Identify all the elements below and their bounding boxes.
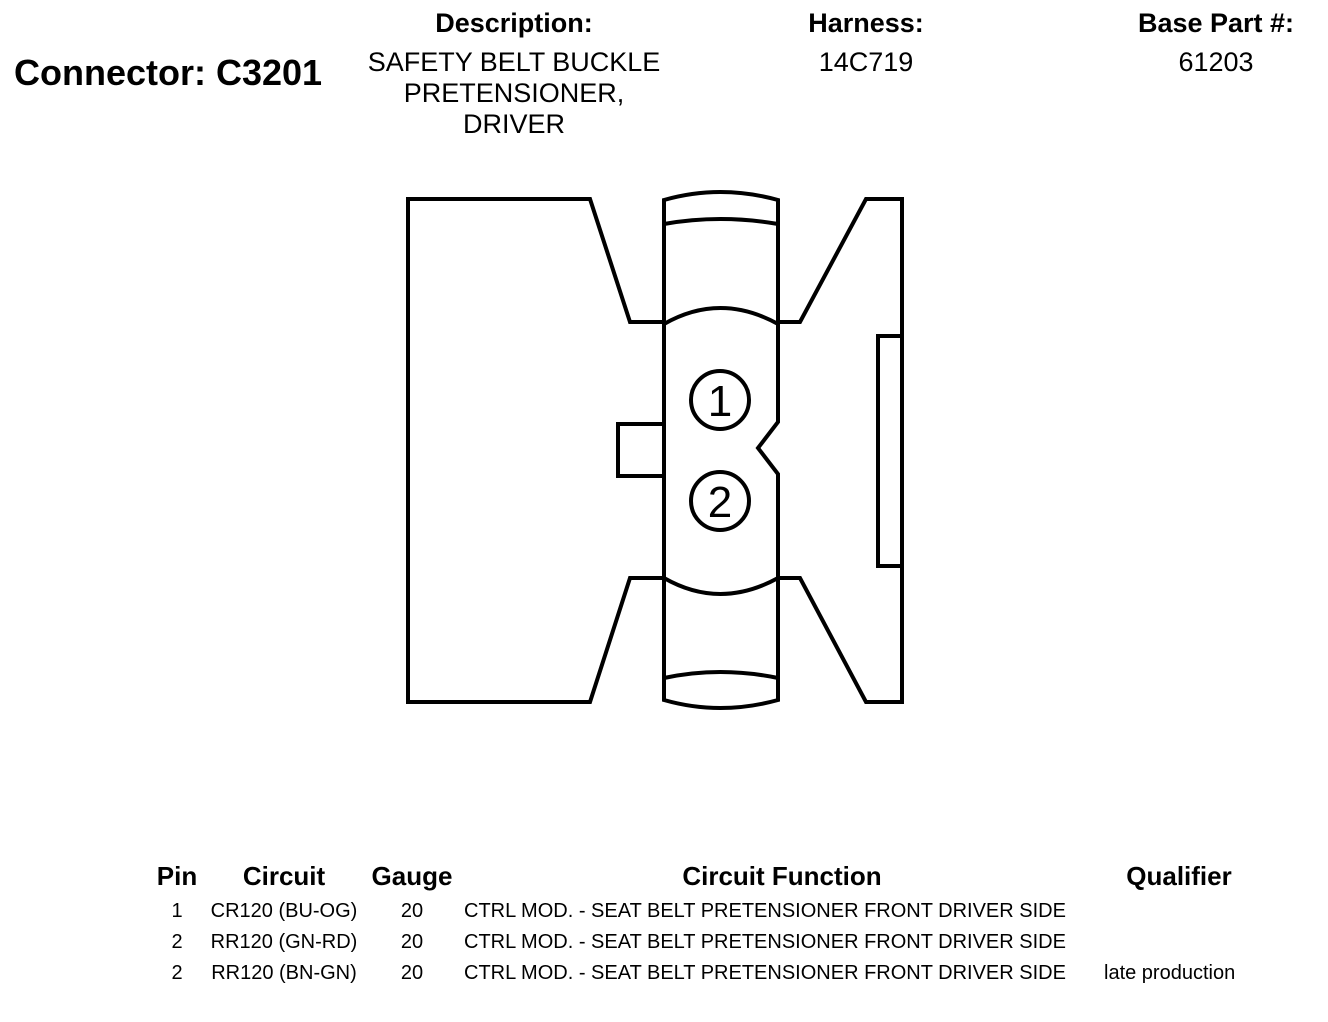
insert-bottom-arc-1 (663, 576, 779, 596)
pin-1-cavity (689, 369, 751, 431)
description-value: SAFETY BELT BUCKLE PRETENSIONER, DRIVER (354, 47, 674, 140)
connector-title: Connector: C3201 (14, 52, 323, 93)
pin-table: Pin Circuit Gauge Circuit Function Quali… (150, 856, 1254, 989)
pin-column-header: Pin (156, 860, 198, 891)
gauge-cell: 20 (400, 931, 424, 953)
base-part-value: 61203 (1178, 47, 1254, 77)
qualifier-cell (1104, 927, 1254, 958)
pin-1-number: 1 (708, 377, 732, 426)
right-housing (778, 197, 904, 704)
qualifier-cell (1104, 896, 1254, 927)
table-row: 2 RR120 (GN-RD) 20 CTRL MOD. - SEAT BELT… (150, 927, 1254, 958)
gauge-cell: 20 (400, 900, 424, 922)
gauge-column-header: Gauge (371, 860, 453, 891)
insert-bottom-arc-2 (663, 670, 779, 680)
qualifier-cell: late production (1104, 962, 1236, 984)
function-cell: CTRL MOD. - SEAT BELT PRETENSIONER FRONT… (464, 900, 1066, 922)
pin-cell: 1 (171, 900, 183, 922)
base-part-label: Base Part #: (1137, 8, 1295, 38)
table-row: 1 CR120 (BU-OG) 20 CTRL MOD. - SEAT BELT… (150, 896, 1254, 927)
harness-label: Harness: (808, 8, 924, 38)
circuit-cell: CR120 (BU-OG) (210, 900, 358, 922)
circuit-cell: RR120 (GN-RD) (210, 931, 358, 953)
pin-2-number: 2 (708, 478, 732, 527)
pin-cell: 2 (171, 931, 183, 953)
harness-value: 14C719 (818, 47, 914, 77)
function-column-header: Circuit Function (682, 860, 882, 891)
insert-top-arc-2 (663, 306, 779, 326)
pin-2-cavity (689, 470, 751, 532)
description-line-1: SAFETY BELT BUCKLE (367, 47, 661, 77)
pin-table-header-row: Pin Circuit Gauge Circuit Function Quali… (150, 856, 1254, 896)
table-row: 2 RR120 (BN-GN) 20 CTRL MOD. - SEAT BELT… (150, 958, 1254, 989)
description-line-2: PRETENSIONER, (403, 78, 625, 108)
gauge-cell: 20 (400, 962, 424, 984)
qualifier-column-header: Qualifier (1126, 860, 1232, 891)
function-cell: CTRL MOD. - SEAT BELT PRETENSIONER FRONT… (464, 962, 1066, 984)
function-cell: CTRL MOD. - SEAT BELT PRETENSIONER FRONT… (464, 931, 1066, 953)
locking-tab (876, 334, 904, 568)
description-line-3: DRIVER (462, 109, 565, 139)
insert-top-arc-1 (663, 217, 779, 226)
pin-cell: 2 (171, 962, 183, 984)
description-label: Description: (435, 8, 593, 38)
left-housing (406, 197, 666, 704)
circuit-column-header: Circuit (242, 860, 326, 891)
circuit-cell: RR120 (BN-GN) (211, 962, 357, 984)
center-insert (662, 190, 780, 710)
